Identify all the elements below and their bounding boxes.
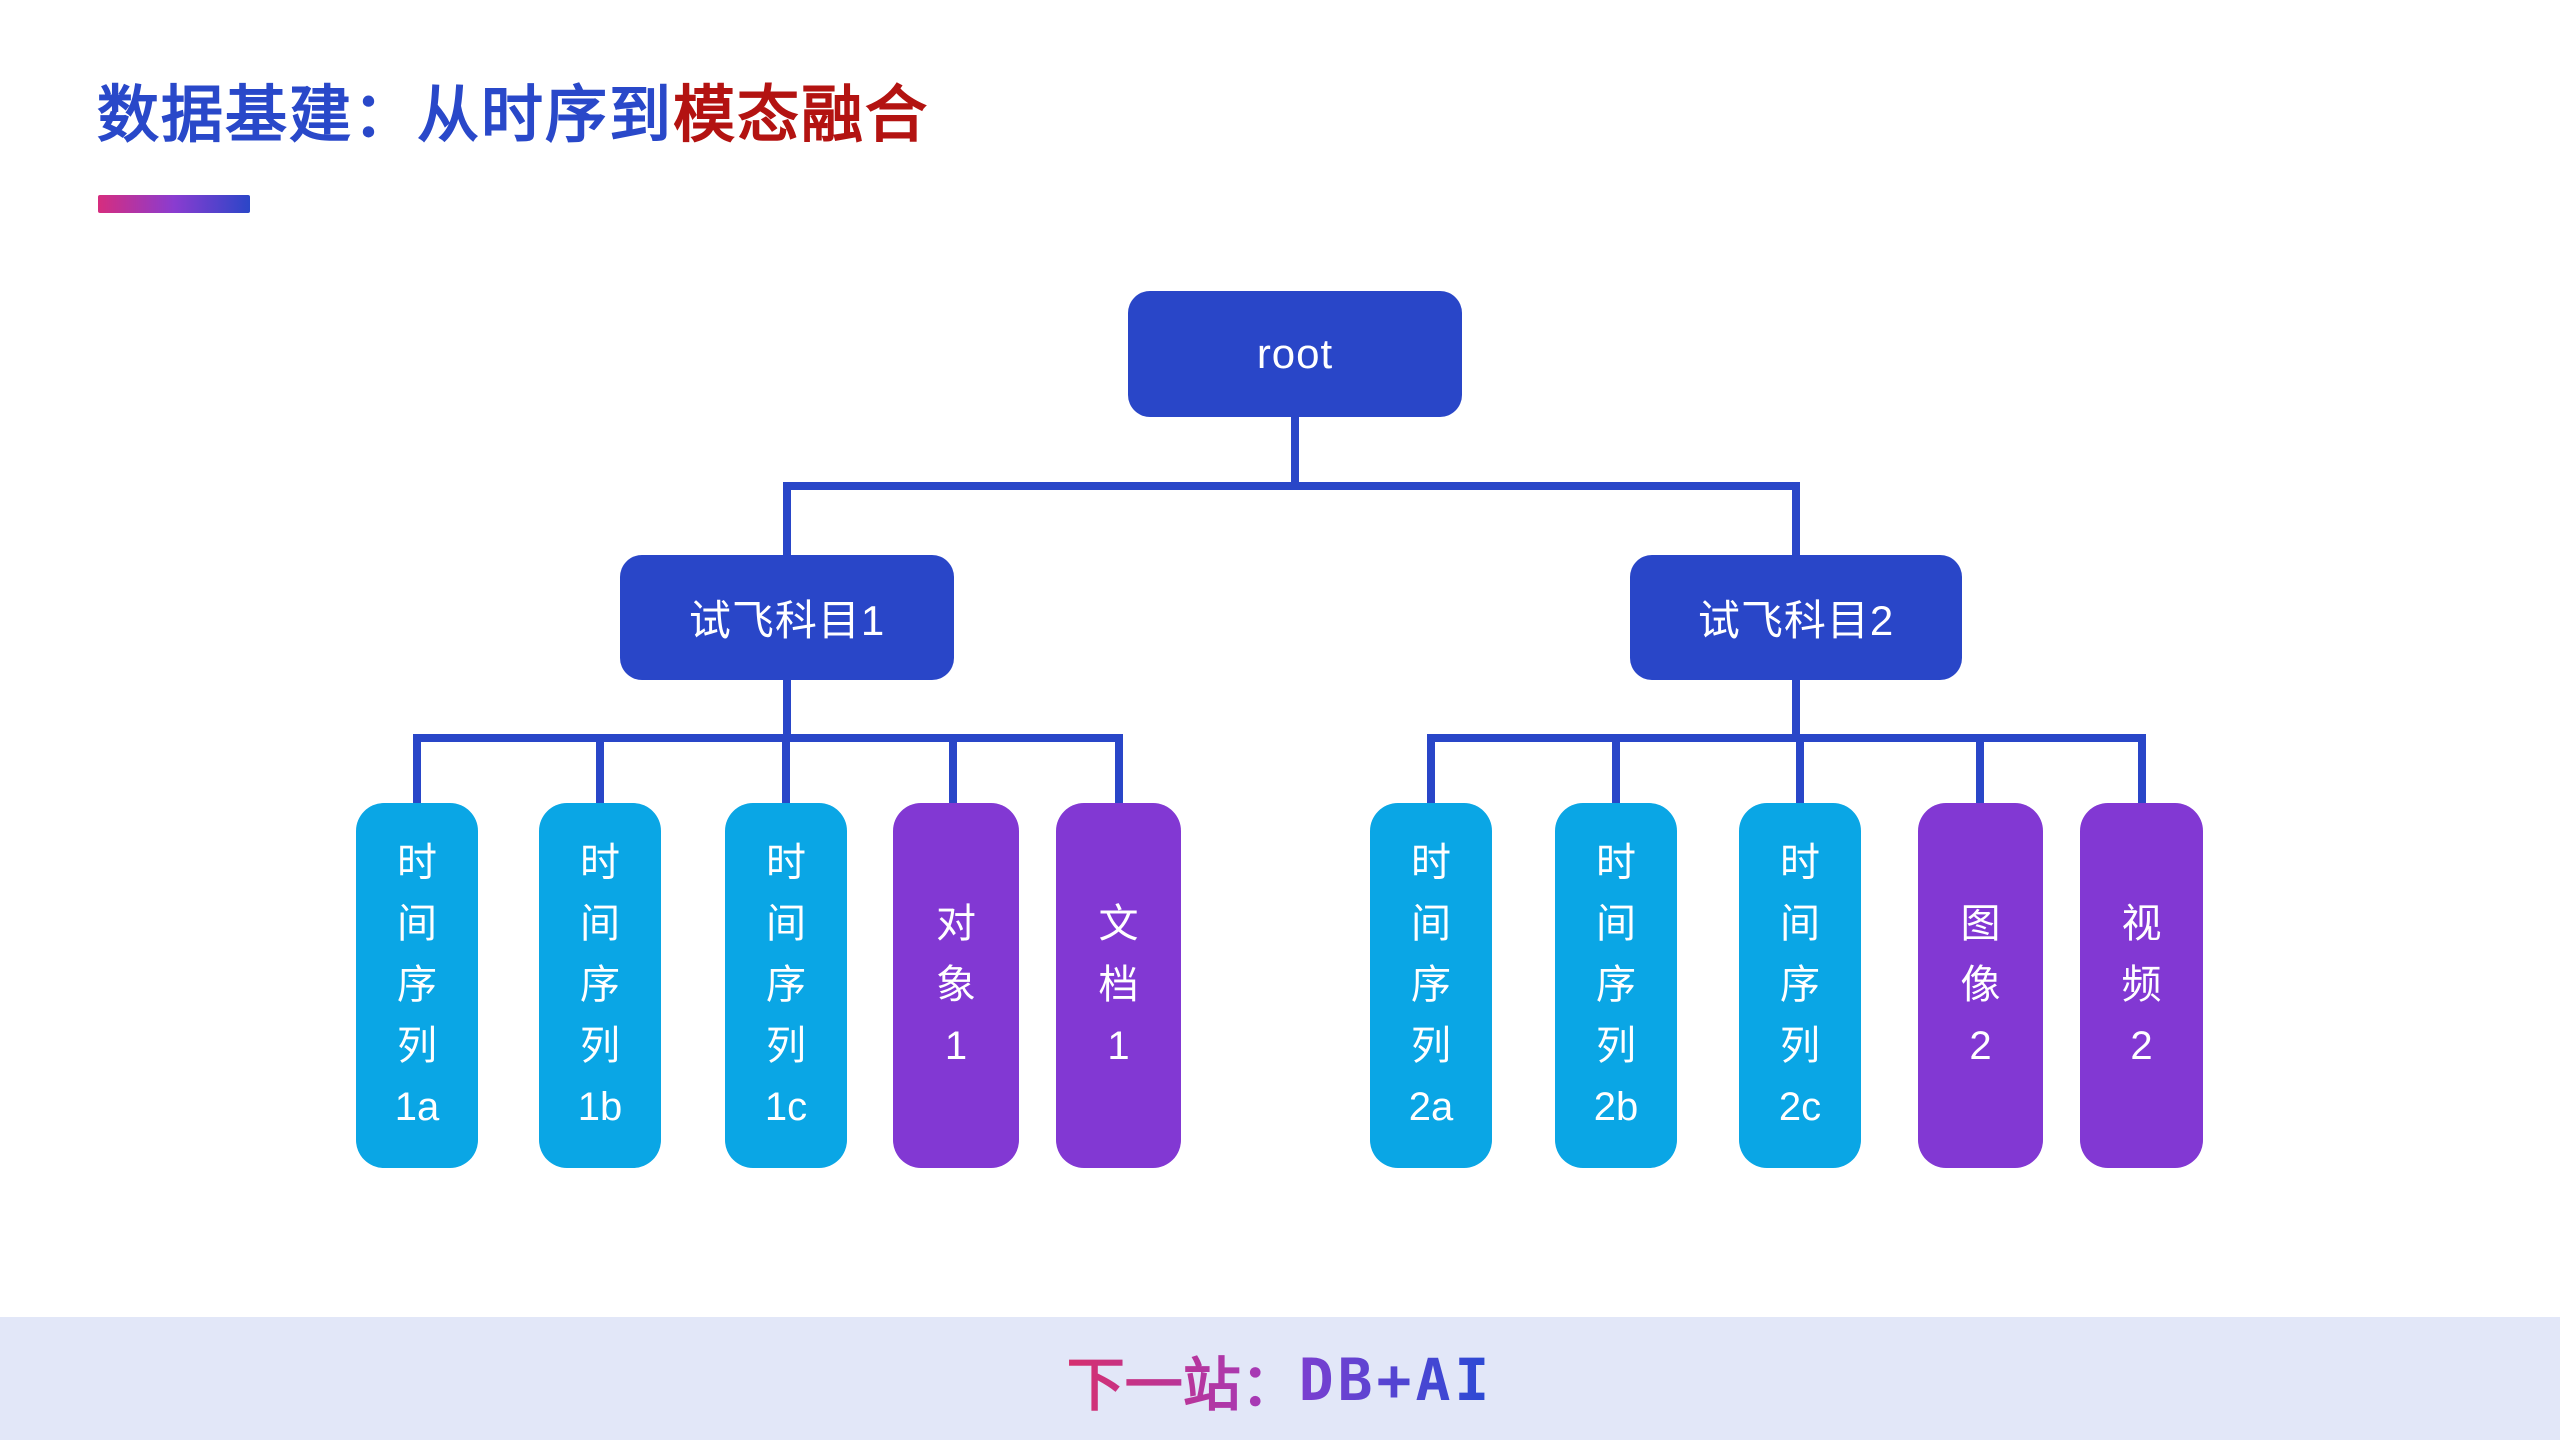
leaf-video-2: 视 频 2	[2080, 803, 2203, 1168]
connector-leaf-stub-obj1	[949, 742, 957, 803]
connector-leaf-stub-2c	[1796, 742, 1804, 803]
title-accent-text: 模态融合	[673, 81, 930, 150]
connector-bus-level1	[783, 482, 1800, 490]
leaf-object-1: 对 象 1	[893, 803, 1019, 1168]
connector-bus-group1	[413, 734, 1123, 742]
leaf-timeseries-2a: 时 间 序 列 2a	[1370, 803, 1492, 1168]
connector-leaf-stub-img2	[1976, 742, 1984, 803]
connector-bus-group2	[1427, 734, 2146, 742]
footer-band	[0, 1317, 2560, 1440]
connector-root-stub	[1291, 417, 1299, 482]
leaf-timeseries-1b: 时 间 序 列 1b	[539, 803, 661, 1168]
branch-node-1: 试飞科目1	[620, 555, 954, 680]
connector-leaf-stub-1b	[596, 742, 604, 803]
connector-leaf-stub-1c	[782, 742, 790, 803]
title-main-text: 数据基建：从时序到	[97, 81, 674, 150]
connector-branch1-stub	[783, 490, 791, 555]
connector-branch1-down	[783, 680, 791, 734]
leaf-timeseries-1c: 时 间 序 列 1c	[725, 803, 847, 1168]
page-title: 数据基建：从时序到模态融合	[97, 64, 930, 150]
branch-node-2: 试飞科目2	[1630, 555, 1962, 680]
title-underline-bar	[98, 195, 250, 213]
leaf-image-2: 图 像 2	[1918, 803, 2043, 1168]
leaf-timeseries-2c: 时 间 序 列 2c	[1739, 803, 1861, 1168]
connector-branch2-down	[1792, 680, 1800, 734]
leaf-document-1: 文 档 1	[1056, 803, 1181, 1168]
connector-leaf-stub-2b	[1612, 742, 1620, 803]
leaf-timeseries-2b: 时 间 序 列 2b	[1555, 803, 1677, 1168]
leaf-timeseries-1a: 时 间 序 列 1a	[356, 803, 478, 1168]
connector-leaf-stub-vid2	[2138, 742, 2146, 803]
connector-leaf-stub-doc1	[1115, 742, 1123, 803]
footer-tech-text: DB+AI	[1298, 1346, 1494, 1414]
footer-highlight-text: 下一站：	[1067, 1338, 1299, 1422]
connector-leaf-stub-1a	[413, 742, 421, 803]
connector-branch2-stub	[1792, 490, 1800, 555]
footer-text: 下一站：DB+AI	[0, 1330, 2560, 1430]
connector-leaf-stub-2a	[1427, 742, 1435, 803]
root-node: root	[1128, 291, 1462, 417]
